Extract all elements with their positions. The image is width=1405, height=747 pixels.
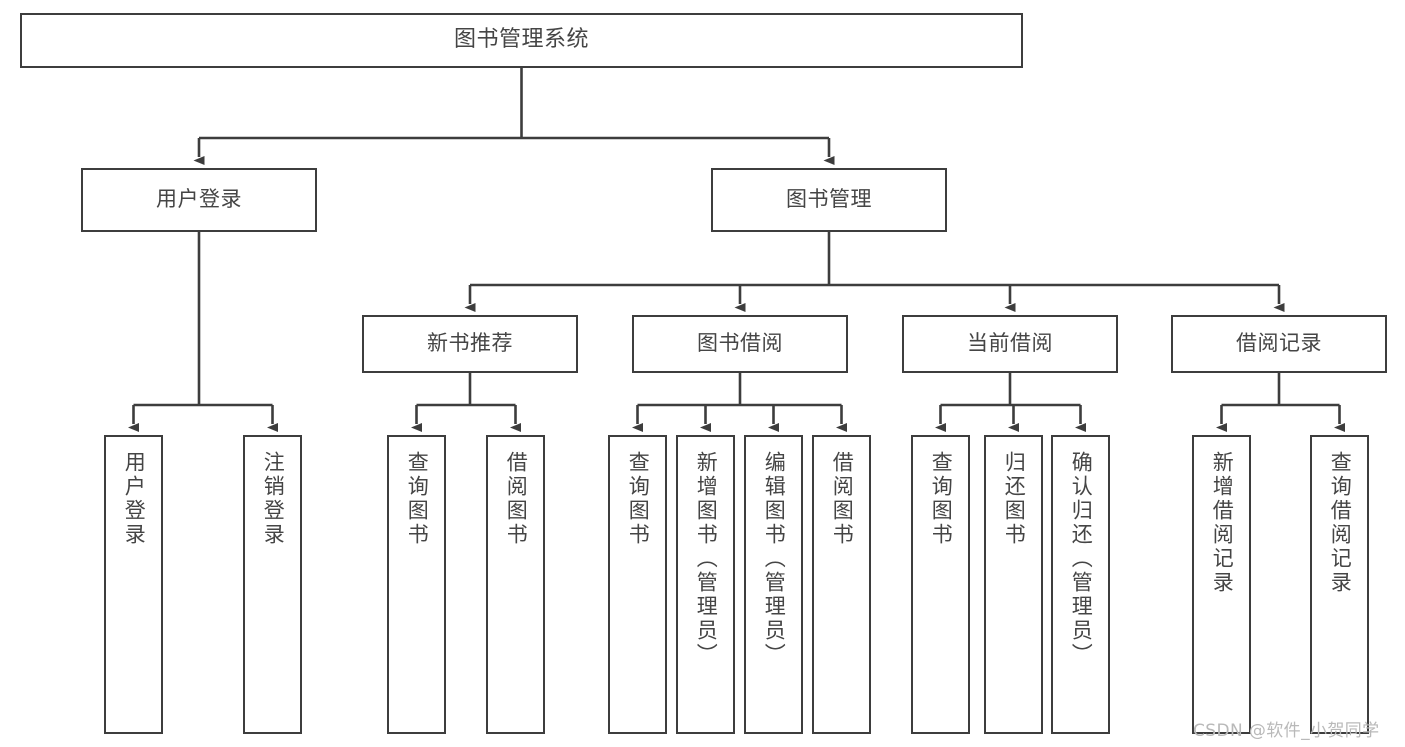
node-label: 查询图书	[626, 451, 651, 547]
node-borrowing-record[interactable]: 借阅记录	[1171, 315, 1387, 373]
node-label: 新增图书（管理员）	[694, 451, 719, 667]
node-leaf-add-borrowing-record[interactable]: 新增借阅记录	[1192, 435, 1251, 734]
node-leaf-query-borrowing-record[interactable]: 查询借阅记录	[1310, 435, 1369, 734]
node-label: 图书管理	[786, 187, 872, 212]
node-label: 查询借阅记录	[1328, 451, 1353, 595]
node-label: 借阅图书	[830, 451, 855, 547]
node-label: 确认归还（管理员）	[1069, 451, 1094, 667]
node-label: 归还图书	[1002, 451, 1027, 547]
node-label: 编辑图书（管理员）	[762, 451, 787, 667]
node-label: 新书推荐	[427, 331, 513, 356]
node-label: 图书管理系统	[453, 27, 589, 53]
node-leaf-query-book-borrowing[interactable]: 查询图书	[608, 435, 667, 734]
watermark: CSDN @软件_小贺同学	[1193, 721, 1380, 741]
node-label: 查询图书	[929, 451, 954, 547]
node-label: 用户登录	[122, 451, 147, 547]
node-leaf-confirm-return-admin[interactable]: 确认归还（管理员）	[1051, 435, 1110, 734]
node-leaf-borrow-book-borrowing[interactable]: 借阅图书	[812, 435, 871, 734]
node-book-management[interactable]: 图书管理	[711, 168, 947, 232]
node-leaf-add-book-admin[interactable]: 新增图书（管理员）	[676, 435, 735, 734]
node-leaf-logout[interactable]: 注销登录	[243, 435, 302, 734]
node-label: 新增借阅记录	[1210, 451, 1235, 595]
node-current-borrowing[interactable]: 当前借阅	[902, 315, 1118, 373]
node-label: 图书借阅	[697, 331, 783, 356]
node-label: 注销登录	[261, 451, 286, 547]
node-book-borrowing[interactable]: 图书借阅	[632, 315, 848, 373]
node-label: 查询图书	[405, 451, 430, 547]
node-leaf-edit-book-admin[interactable]: 编辑图书（管理员）	[744, 435, 803, 734]
node-label: 借阅图书	[504, 451, 529, 547]
node-leaf-query-book-recommendation[interactable]: 查询图书	[387, 435, 446, 734]
node-leaf-query-book-current[interactable]: 查询图书	[911, 435, 970, 734]
node-root-book-management-system[interactable]: 图书管理系统	[20, 13, 1023, 68]
node-label: 借阅记录	[1236, 331, 1322, 356]
node-leaf-user-login[interactable]: 用户登录	[104, 435, 163, 734]
node-label: 用户登录	[156, 187, 242, 212]
node-new-book-recommendation[interactable]: 新书推荐	[362, 315, 578, 373]
node-leaf-borrow-book-recommendation[interactable]: 借阅图书	[486, 435, 545, 734]
node-label: 当前借阅	[967, 331, 1053, 356]
node-leaf-return-book[interactable]: 归还图书	[984, 435, 1043, 734]
node-user-login[interactable]: 用户登录	[81, 168, 317, 232]
